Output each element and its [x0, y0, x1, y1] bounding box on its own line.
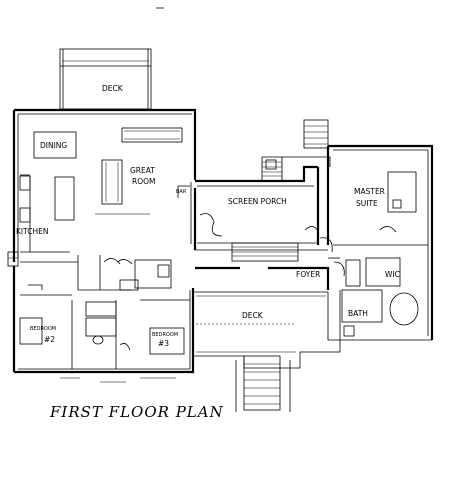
svg-text:BAR: BAR — [176, 189, 187, 195]
dining-room: DINING — [33, 127, 183, 159]
great-room: GREAT ROOM — [95, 159, 156, 215]
foyer-area: FOYER — [195, 237, 345, 290]
great-room-label-2: ROOM — [132, 177, 156, 186]
kitchen-label: KITCHEN — [16, 227, 49, 236]
bedroom-2: BEDROOM #2 — [19, 284, 73, 369]
screen-porch-label: SCREEN PORCH — [228, 197, 287, 206]
master-suite-label-2: SUITE — [356, 199, 378, 208]
page-title: FIRST FLOOR PLAN — [50, 403, 224, 421]
svg-text:BEDROOM: BEDROOM — [152, 332, 178, 338]
foyer-label: FOYER — [296, 270, 320, 279]
deck-bottom-label: DECK — [242, 311, 264, 320]
bedroom-2-label: #2 — [44, 335, 55, 344]
great-room-east-wall: BAR — [176, 182, 197, 250]
main-walls — [12, 108, 197, 374]
master-stair — [303, 119, 329, 149]
bath-label: BATH — [348, 309, 368, 318]
front-stair — [235, 355, 291, 412]
bedroom-3: BEDROOM #3 — [149, 327, 185, 355]
hall-bath — [20, 255, 190, 301]
master-suite-label-1: MASTER — [354, 187, 385, 196]
wic-label: WIC — [385, 270, 400, 279]
master-suite: MASTER SUITE — [326, 144, 434, 340]
kitchen: KITCHEN — [16, 174, 75, 253]
dining-label: DINING — [40, 141, 67, 150]
svg-text:BEDROOM: BEDROOM — [30, 326, 56, 332]
great-room-label-1: GREAT — [130, 166, 155, 175]
deck-bottom: DECK — [193, 291, 341, 369]
rear-stair — [261, 156, 331, 180]
deck-top: DECK — [59, 48, 152, 110]
side-stair — [7, 251, 19, 267]
screen-porch: SCREEN PORCH — [195, 165, 320, 245]
shared-bath — [85, 300, 131, 369]
deck-top-label: DECK — [102, 84, 124, 93]
dimension-ticks — [60, 377, 176, 383]
bedroom-3-label: #3 — [158, 339, 169, 348]
master-bath-wic: WIC BATH — [339, 257, 432, 341]
